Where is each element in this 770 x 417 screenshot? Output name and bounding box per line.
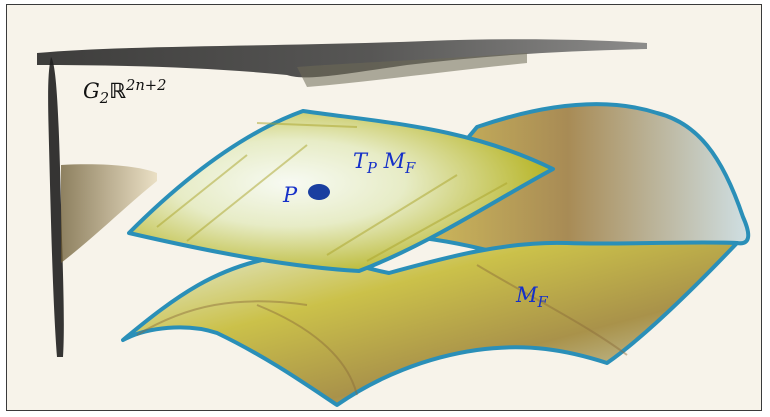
point-label: P [283,185,297,206]
point-p-dot [308,184,330,200]
ambient-space-label: G2ℝ2n+2 [83,79,166,107]
drawing-frame: G2ℝ2n+2 TP MF P MF [6,4,762,411]
manifold-label: MF [516,285,548,311]
pastel-sketch [7,5,762,411]
axis-wedge-shading [61,164,157,263]
manifold-surface-front [123,242,737,405]
tangent-plane-label: TP MF [353,151,415,177]
